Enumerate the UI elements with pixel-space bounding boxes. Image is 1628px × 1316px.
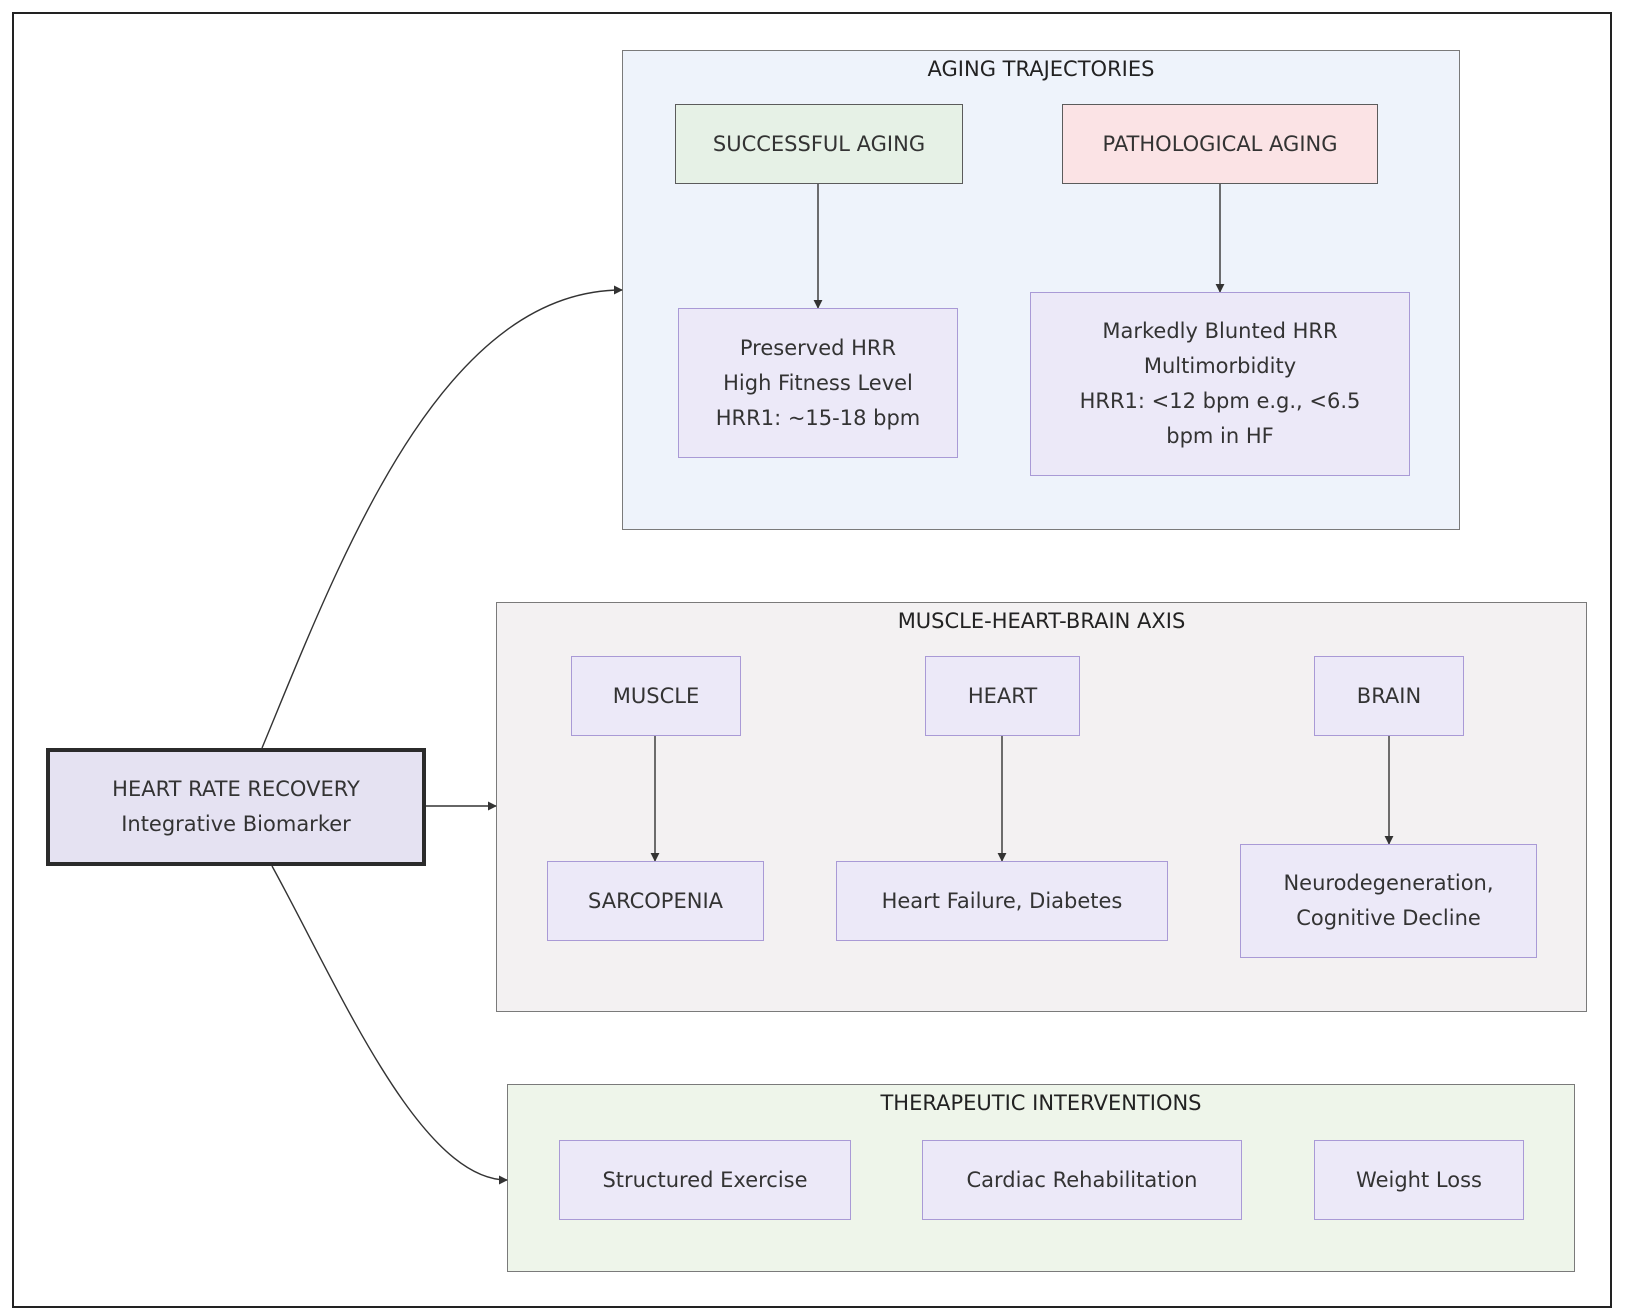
node-sarcopenia: SARCOPENIA	[547, 861, 764, 941]
node-heart-failure-diabetes: Heart Failure, Diabetes	[836, 861, 1168, 941]
node-neurodegeneration: Neurodegeneration, Cognitive Decline	[1240, 844, 1537, 958]
node-brain: BRAIN	[1314, 656, 1464, 736]
node-weight-loss: Weight Loss	[1314, 1140, 1524, 1220]
node-markedly-blunted-hrr: Markedly Blunted HRR Multimorbidity HRR1…	[1030, 292, 1410, 476]
node-heart-rate-recovery: HEART RATE RECOVERY Integrative Biomarke…	[46, 748, 426, 866]
edge-hub-to-therapy	[271, 865, 508, 1185]
node-successful-aging: SUCCESSFUL AGING	[675, 104, 963, 184]
cluster-aging-title: AGING TRAJECTORIES	[927, 57, 1155, 81]
node-structured-exercise: Structured Exercise	[559, 1140, 851, 1220]
edge-hub-to-aging	[261, 285, 623, 749]
node-cardiac-rehabilitation: Cardiac Rehabilitation	[922, 1140, 1242, 1220]
node-pathological-aging: PATHOLOGICAL AGING	[1062, 104, 1378, 184]
node-heart: HEART	[925, 656, 1080, 736]
cluster-therapy-title: THERAPEUTIC INTERVENTIONS	[880, 1091, 1202, 1115]
node-muscle: MUSCLE	[571, 656, 741, 736]
cluster-axis-title: MUSCLE-HEART-BRAIN AXIS	[897, 609, 1186, 633]
hub-subtitle: Integrative Biomarker	[121, 812, 351, 836]
hub-title: HEART RATE RECOVERY	[112, 777, 360, 801]
node-preserved-hrr: Preserved HRR High Fitness Level HRR1: ~…	[678, 308, 958, 458]
